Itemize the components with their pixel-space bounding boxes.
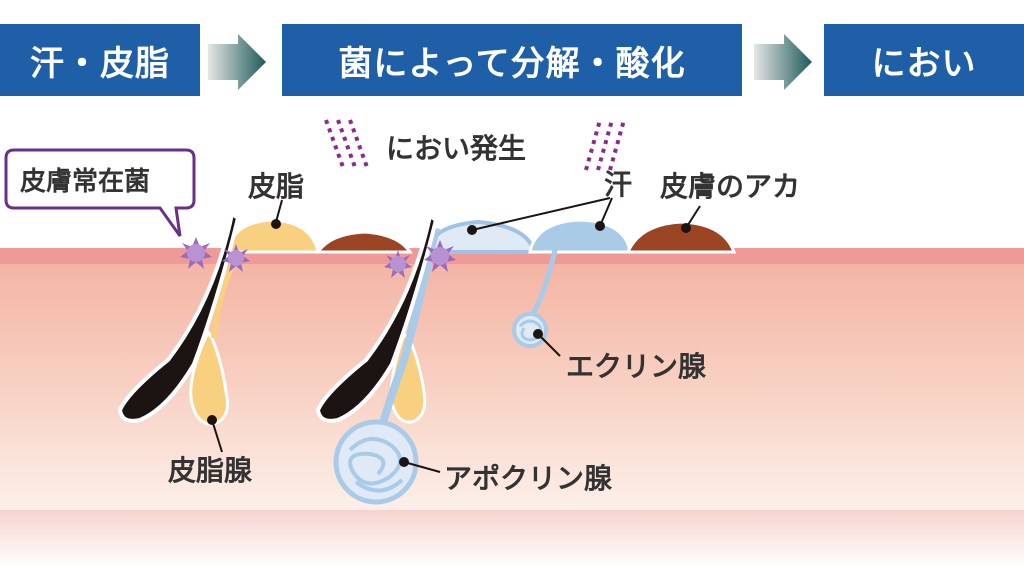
apocrine-gland-coil bbox=[333, 419, 419, 505]
skin-lower-band bbox=[0, 510, 1024, 568]
flow-step-label: におい bbox=[871, 43, 977, 84]
bacteria-2 bbox=[222, 244, 250, 272]
grime-blob-left bbox=[315, 230, 413, 254]
odor-generation-label: におい発生 bbox=[386, 132, 526, 165]
sweat-blob-left bbox=[425, 219, 537, 254]
sebum-label: 皮脂 bbox=[248, 170, 304, 203]
flow-step-label: 汗・皮脂 bbox=[30, 43, 170, 84]
flow-step-odor: におい bbox=[824, 24, 1024, 96]
flow-step-label: 菌によって分解・酸化 bbox=[338, 43, 686, 84]
apocrine-duct bbox=[374, 227, 440, 442]
hair-right bbox=[315, 212, 439, 423]
flow-arrow-1 bbox=[208, 34, 266, 90]
bacteria-4 bbox=[424, 240, 456, 272]
flow-step-bacteria-decomposition: 菌によって分解・酸化 bbox=[282, 24, 742, 96]
skin-bacteria-label: 皮膚常在菌 bbox=[20, 167, 150, 197]
flow-step-sweat-sebum: 汗・皮脂 bbox=[0, 24, 200, 96]
odor-lines-left bbox=[324, 119, 370, 171]
leader-lines bbox=[207, 197, 701, 473]
flow-arrow-2 bbox=[754, 34, 812, 90]
bacteria-1 bbox=[180, 237, 212, 269]
eccrine-gland-coil bbox=[512, 312, 548, 348]
skin-bacteria-callout bbox=[4, 148, 196, 237]
odor-lines-right bbox=[584, 119, 626, 171]
hair-left bbox=[117, 210, 241, 423]
sweat-blob-right bbox=[528, 218, 632, 254]
bacteria-3 bbox=[384, 250, 412, 278]
sebaceous-gland-label: 皮脂腺 bbox=[168, 454, 253, 487]
eccrine-gland-label: エクリン腺 bbox=[566, 350, 707, 383]
apocrine-gland-label: アポクリン腺 bbox=[444, 462, 613, 495]
sweat-label: 汗 bbox=[604, 168, 632, 201]
grime-blob-right bbox=[625, 220, 737, 254]
skin-grime-label: 皮膚のアカ bbox=[660, 170, 800, 203]
